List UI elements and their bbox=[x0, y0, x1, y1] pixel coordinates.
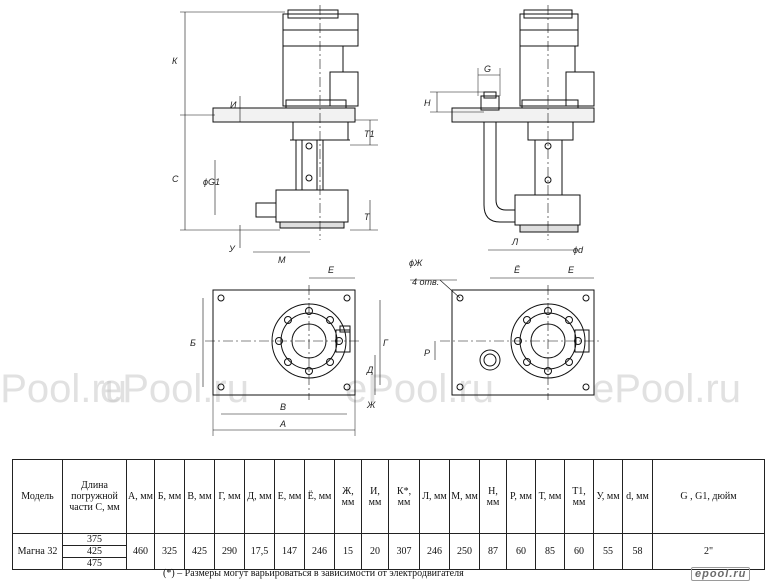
technical-drawing: ePool.ru ePool.ru ePool.ru ePool.ru bbox=[0, 5, 741, 436]
dim-label-m: М bbox=[278, 255, 286, 265]
header-d-cyr: Д, мм bbox=[244, 459, 275, 534]
header-zh: Ж, мм bbox=[334, 459, 362, 534]
header-a: А, мм bbox=[126, 459, 155, 534]
watermark-3: ePool.ru bbox=[345, 367, 494, 411]
header-l: Л, мм bbox=[419, 459, 450, 534]
header-k: К*, мм bbox=[388, 459, 420, 534]
cell-length-1: 375 bbox=[62, 533, 127, 546]
cell-e: 147 bbox=[274, 533, 305, 570]
dim-label-g: G bbox=[484, 64, 491, 74]
cell-g: 2" bbox=[652, 533, 765, 570]
cell-u: 55 bbox=[593, 533, 623, 570]
cell-k: 307 bbox=[388, 533, 420, 570]
logo-text: epool.ru bbox=[691, 567, 751, 581]
table-header-row: Модель Длина погружной части С, мм А, мм… bbox=[12, 459, 765, 534]
specification-table: Модель Длина погружной части С, мм А, мм… bbox=[12, 459, 765, 570]
header-t1: Т1, мм bbox=[564, 459, 594, 534]
header-u: У, мм bbox=[593, 459, 623, 534]
cell-model: Магна 32 bbox=[12, 533, 63, 570]
cell-gamma: 290 bbox=[214, 533, 245, 570]
header-g: G , G1, дюйм bbox=[652, 459, 765, 534]
dim-label-t: Т bbox=[364, 212, 371, 222]
table-row: Магна 32 375 460 325 425 290 17,5 147 24… bbox=[12, 533, 765, 570]
dim-label-yo: Ё bbox=[514, 265, 521, 275]
cell-length-2: 425 bbox=[62, 545, 127, 558]
cell-i: 20 bbox=[361, 533, 389, 570]
header-e: Е, мм bbox=[274, 459, 305, 534]
watermark-2: ePool.ru bbox=[100, 367, 249, 411]
dim-label-t1: Т1 bbox=[364, 129, 375, 139]
header-length: Длина погружной части С, мм bbox=[62, 459, 127, 534]
side-elevation-view bbox=[430, 5, 595, 251]
cell-length-3: 475 bbox=[62, 557, 127, 570]
header-v: В, мм bbox=[184, 459, 215, 534]
dim-label-b6: Б bbox=[190, 338, 196, 348]
dim-label-i: И bbox=[230, 100, 237, 110]
cell-b6: 325 bbox=[154, 533, 185, 570]
dim-label-l: Л bbox=[511, 237, 519, 247]
header-m: М, мм bbox=[449, 459, 480, 534]
dim-label-zh: ϕЖ bbox=[409, 258, 423, 268]
dim-label-z: Ж bbox=[366, 400, 376, 410]
dim-label-gamma: Г bbox=[383, 338, 389, 348]
header-d: d, мм bbox=[622, 459, 653, 534]
cell-t1: 60 bbox=[564, 533, 594, 570]
watermark-group: ePool.ru ePool.ru ePool.ru ePool.ru bbox=[0, 367, 741, 411]
header-model: Модель bbox=[12, 459, 63, 534]
header-i: И, мм bbox=[361, 459, 389, 534]
plan-view-left bbox=[202, 277, 381, 436]
cell-a: 460 bbox=[126, 533, 155, 570]
cell-zh: 15 bbox=[334, 533, 362, 570]
header-gamma: Г, мм bbox=[214, 459, 245, 534]
cell-d-cyr: 17,5 bbox=[244, 533, 275, 570]
cell-v: 425 bbox=[184, 533, 215, 570]
header-b6: Б, мм bbox=[154, 459, 185, 534]
dim-label-d-cyr: Д bbox=[366, 365, 374, 375]
cell-d: 58 bbox=[622, 533, 653, 570]
dim-label-e-left: Е bbox=[328, 265, 335, 275]
dim-label-g1: ϕG1 bbox=[203, 177, 220, 187]
dim-label-n: Н bbox=[424, 98, 431, 108]
cell-t: 85 bbox=[535, 533, 565, 570]
header-yo: Ё, мм bbox=[304, 459, 335, 534]
dim-label-holes: 4 отв. bbox=[412, 277, 439, 287]
watermark-1: ePool.ru bbox=[0, 367, 127, 411]
header-n: Н, мм bbox=[479, 459, 507, 534]
plan-view-right bbox=[410, 277, 600, 400]
dim-label-d: ϕd bbox=[573, 245, 584, 255]
dim-label-r: Р bbox=[424, 348, 430, 358]
watermark-4: ePool.ru bbox=[592, 367, 741, 411]
cell-m: 250 bbox=[449, 533, 480, 570]
dim-label-c: С bbox=[172, 174, 179, 184]
dim-label-k: К bbox=[172, 56, 178, 66]
cell-r: 60 bbox=[506, 533, 536, 570]
site-logo: epool.ru bbox=[691, 567, 751, 581]
cell-n: 87 bbox=[479, 533, 507, 570]
cell-yo: 246 bbox=[304, 533, 335, 570]
footnote: (*) – Размеры могут варьироваться в зави… bbox=[163, 568, 464, 579]
cell-l: 246 bbox=[419, 533, 450, 570]
dim-label-a: А bbox=[279, 419, 286, 429]
header-r: Р, мм bbox=[506, 459, 536, 534]
dim-label-u: У bbox=[228, 244, 236, 254]
header-t: Т, мм bbox=[535, 459, 565, 534]
table-row: 475 bbox=[13, 557, 765, 570]
dim-label-e-right: Е bbox=[568, 265, 575, 275]
front-elevation-view bbox=[180, 5, 378, 253]
dim-label-v: В bbox=[280, 402, 286, 412]
